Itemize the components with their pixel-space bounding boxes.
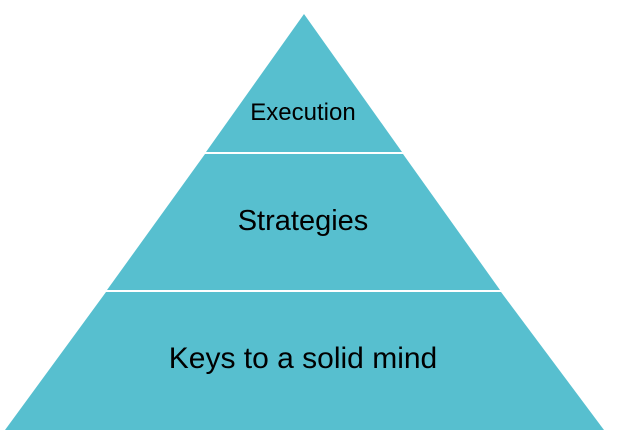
level-label-execution: Execution (250, 99, 355, 126)
pyramid-level-top (206, 14, 402, 152)
pyramid-level-bottom (5, 292, 604, 430)
level-label-keys: Keys to a solid mind (169, 342, 437, 375)
pyramid-level-middle (107, 154, 500, 290)
level-label-strategies: Strategies (238, 205, 369, 237)
